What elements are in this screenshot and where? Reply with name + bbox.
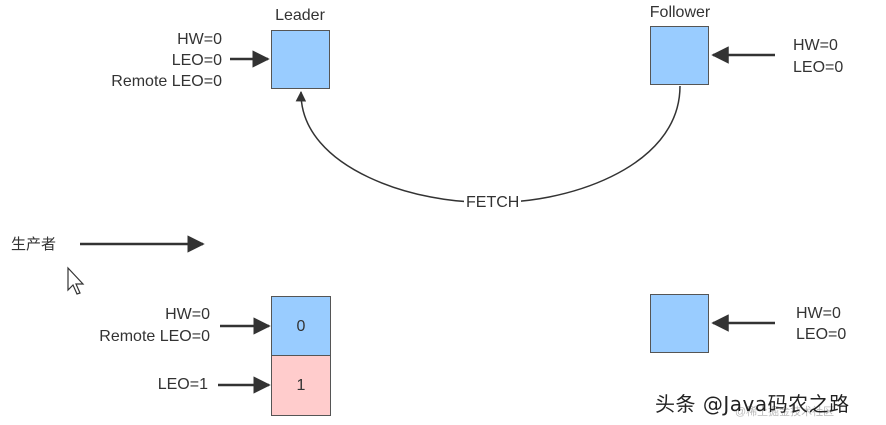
leader-box <box>271 30 330 89</box>
bottom-leader-cell-1: 1 <box>271 355 331 416</box>
follower-title: Follower <box>649 4 711 21</box>
bottom-leader-label-hw: HW=0 <box>165 306 210 323</box>
mouse-cursor-icon <box>67 266 85 295</box>
bottom-leader-cell-0: 0 <box>271 296 331 357</box>
fetch-curve <box>295 85 681 203</box>
bottom-follower-label-hw: HW=0 <box>796 305 841 322</box>
watermark-sub: @稀土掘金技术社区 <box>735 406 835 418</box>
follower-box <box>650 26 709 85</box>
follower-label-hw: HW=0 <box>793 37 838 54</box>
leader-title: Leader <box>275 7 325 24</box>
leader-label-hw: HW=0 <box>177 31 222 48</box>
watermark-main: 头条 @Java码农之路 <box>655 392 850 416</box>
leader-label-remote-leo: Remote LEO=0 <box>111 73 222 90</box>
follower-label-leo: LEO=0 <box>793 59 844 76</box>
bottom-follower-box <box>650 294 709 353</box>
producer-label: 生产者 <box>11 235 57 253</box>
bottom-leader-cell-1-text: 1 <box>296 376 306 394</box>
bottom-follower-label-leo: LEO=0 <box>796 326 847 343</box>
bottom-leader-label-remote-leo: Remote LEO=0 <box>99 328 210 345</box>
bottom-leader-label-leo: LEO=1 <box>157 376 208 393</box>
bottom-leader-cell-0-text: 0 <box>296 317 306 335</box>
fetch-label: FETCH <box>464 192 522 213</box>
leader-label-leo: LEO=0 <box>171 52 222 69</box>
